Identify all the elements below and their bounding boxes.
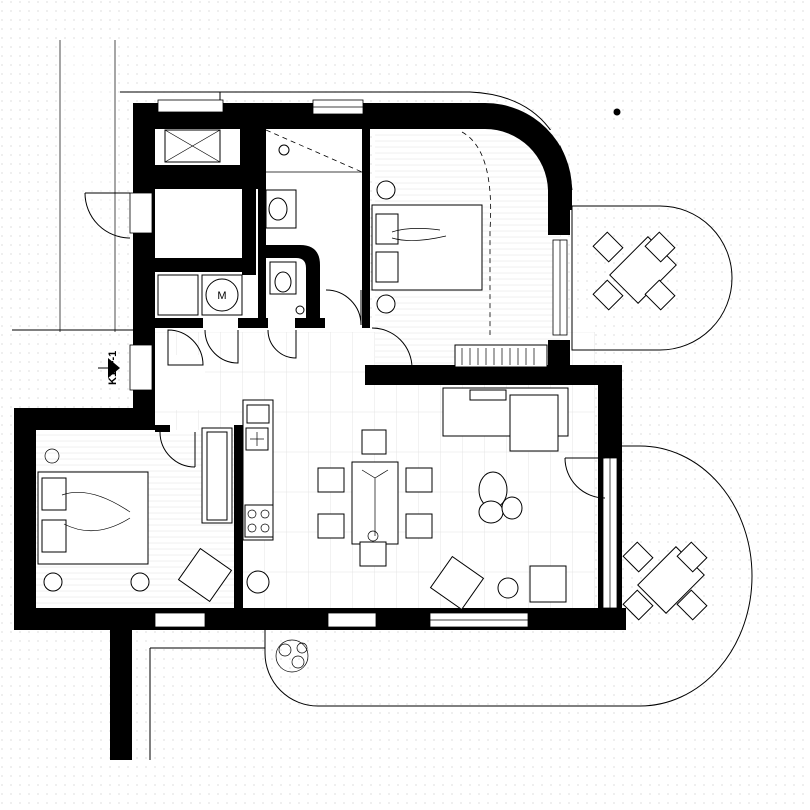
terrace-lower [264,445,753,707]
marker-dot [613,108,621,116]
living-area [429,387,569,611]
bathroom [164,129,363,315]
entrance-marker: K1-F-1 [98,351,120,385]
terrace-table-upper [592,231,677,311]
kitchen [242,399,274,594]
dining-area [317,429,433,567]
terrace-upper [571,205,733,351]
terrace-table-lower [622,541,708,621]
washer-label: M [217,290,226,302]
windows [129,99,618,628]
washing-machine: M [201,274,243,316]
bedroom-upper [371,131,548,368]
bedroom-lower [37,427,233,603]
plant [275,639,309,673]
doors [84,91,606,499]
unit-label: K1-F-1 [107,351,119,385]
